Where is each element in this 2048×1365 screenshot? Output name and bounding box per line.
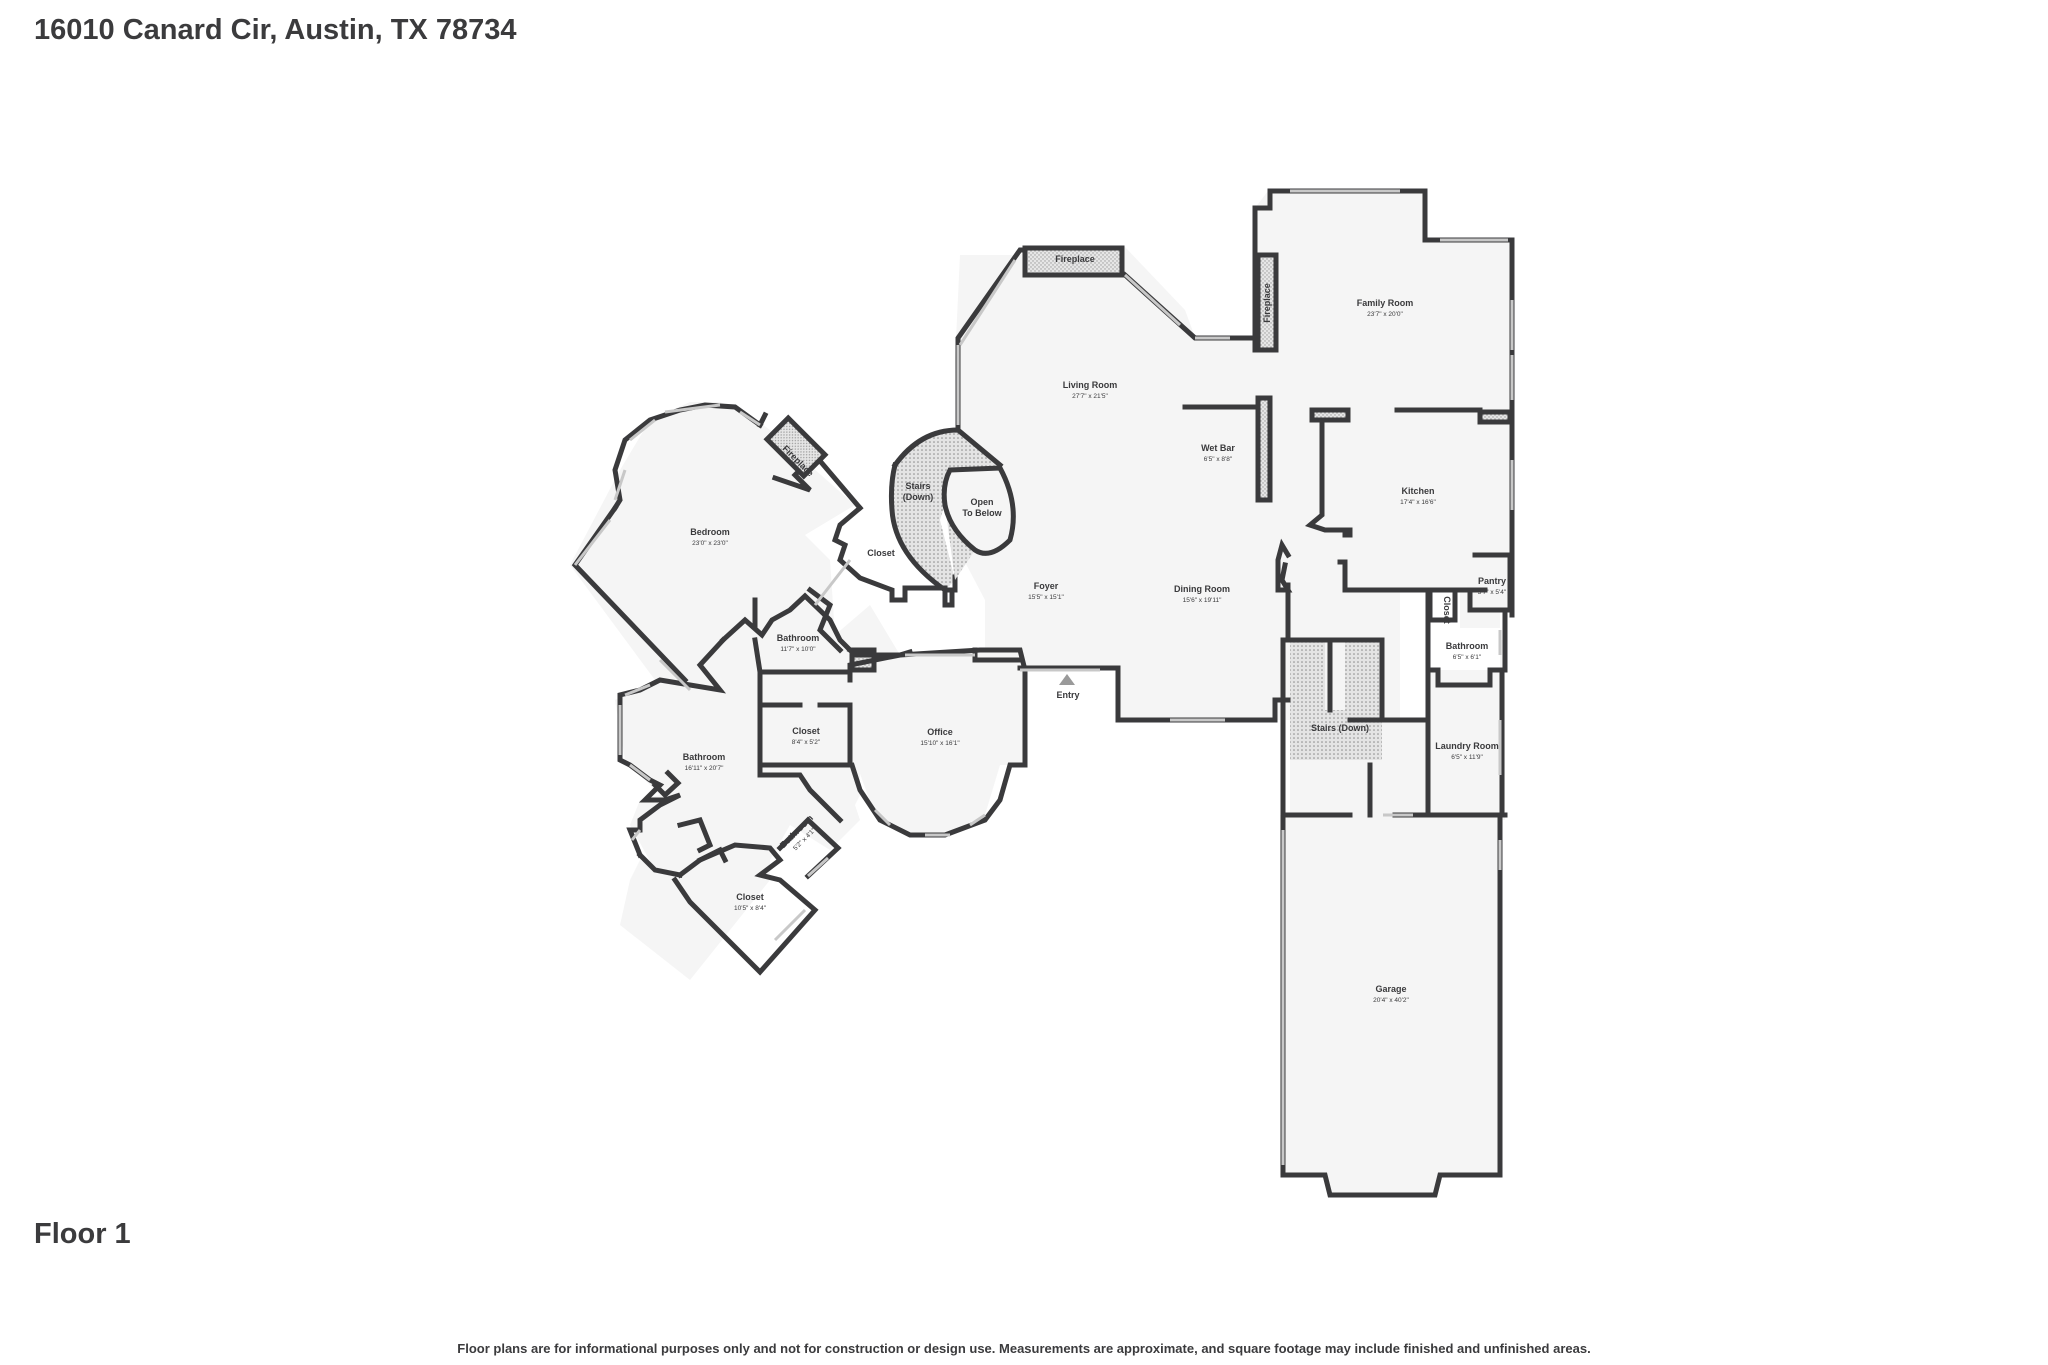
room-name: Wet Bar bbox=[1201, 443, 1235, 453]
room-name: Living Room bbox=[1063, 380, 1118, 390]
room-dims: 17'4" x 16'6" bbox=[1400, 499, 1436, 506]
stairs-label: (Down) bbox=[903, 492, 934, 502]
open-to-below-label: Open bbox=[970, 497, 993, 507]
floor-label: Floor 1 bbox=[34, 1218, 131, 1250]
room-dims: 15'6" x 19'11" bbox=[1183, 597, 1222, 604]
room-name: Kitchen bbox=[1401, 486, 1434, 496]
room-name: Garage bbox=[1375, 984, 1406, 994]
room-dims: 27'7" x 21'5" bbox=[1072, 393, 1108, 400]
page-title: 16010 Canard Cir, Austin, TX 78734 bbox=[34, 14, 517, 46]
room-dims: 6'5" x 8'8" bbox=[1204, 456, 1233, 463]
room-dims: 15'10" x 16'1" bbox=[920, 740, 960, 747]
room-dims: 20'4" x 40'2" bbox=[1373, 997, 1409, 1004]
fireplace-label: Fireplace bbox=[1055, 254, 1095, 264]
room-labels: Family Room 23'7" x 20'0" Living Room 27… bbox=[683, 254, 1507, 1004]
stairs-label: Stairs bbox=[905, 481, 930, 491]
room-name: Laundry Room bbox=[1435, 741, 1499, 751]
room-name: Pantry bbox=[1478, 576, 1506, 586]
room-dims: 3'7" x 5'4" bbox=[1478, 589, 1507, 596]
disclaimer: Floor plans are for informational purpos… bbox=[457, 1341, 1591, 1356]
room-name: Bedroom bbox=[690, 527, 730, 537]
entry-arrow-icon bbox=[1059, 674, 1075, 685]
stairs-label: Stairs (Down) bbox=[1311, 723, 1369, 733]
room-name: Closet bbox=[867, 548, 895, 558]
entry-label: Entry bbox=[1056, 690, 1079, 700]
room-name: Family Room bbox=[1357, 298, 1414, 308]
room-name: Foyer bbox=[1034, 581, 1059, 591]
room-name: Closet bbox=[736, 892, 764, 902]
room-name: Closet bbox=[792, 726, 820, 736]
room-name: Office bbox=[927, 727, 953, 737]
room-name: Bathroom bbox=[1446, 641, 1489, 651]
room-dims: 6'5" x 6'1" bbox=[1453, 654, 1482, 661]
room-dims: 6'5" x 11'9" bbox=[1451, 754, 1483, 761]
fireplace-label: Fireplace bbox=[1262, 283, 1272, 323]
windows bbox=[573, 189, 1514, 1165]
open-to-below-label: To Below bbox=[962, 508, 1002, 518]
stairs-garage bbox=[1290, 640, 1382, 760]
room-name: Bathroom bbox=[777, 633, 820, 643]
room-dims: 16'11" x 20'7" bbox=[685, 765, 724, 772]
room-dims: 23'7" x 20'0" bbox=[1367, 311, 1403, 318]
room-dims: 8'4" x 5'2" bbox=[792, 739, 821, 746]
room-dims: 11'7" x 10'0" bbox=[780, 646, 816, 653]
room-dims: 15'5" x 15'1" bbox=[1028, 594, 1064, 601]
room-name: Dining Room bbox=[1174, 584, 1230, 594]
room-dims: 10'5" x 8'4" bbox=[734, 905, 767, 912]
room-name: Bathroom bbox=[683, 752, 726, 762]
room-dims: 23'0" x 23'0" bbox=[692, 540, 728, 547]
room-name: Closet bbox=[1442, 596, 1452, 624]
